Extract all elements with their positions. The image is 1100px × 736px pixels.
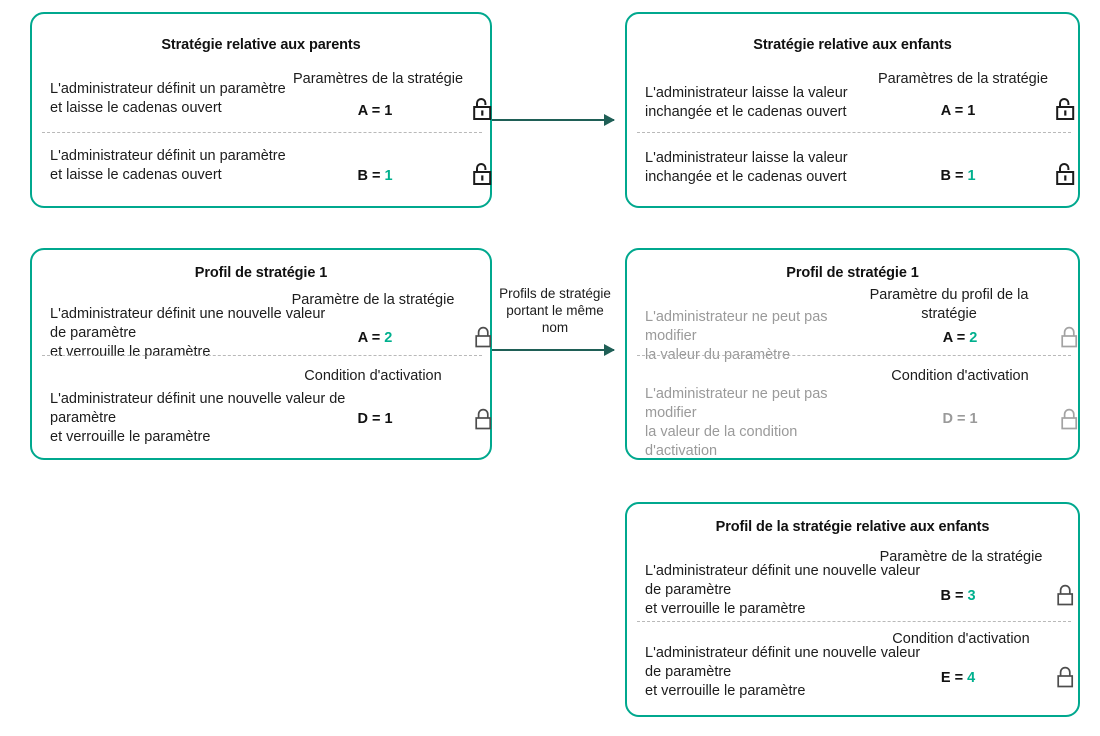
row-divider-child-profile [637, 621, 1071, 622]
card-profile-right: Profil de stratégie 1 Paramètre du profi… [625, 248, 1080, 460]
value-equals: = [371, 103, 385, 119]
value-number: 2 [969, 330, 978, 346]
row-value-child-profile-row1: B = 3 [915, 588, 1001, 604]
connector-arrow-middle [492, 344, 615, 356]
locked-icon [1055, 582, 1077, 613]
value-number: 1 [384, 168, 393, 184]
card-profile-left: Profil de stratégie 1 Paramètre de la st… [30, 248, 492, 460]
column-header-profile-right-row1: Paramètre du profil de la stratégie [869, 287, 1029, 322]
value-equals: = [954, 670, 968, 686]
value-number: 1 [967, 168, 976, 184]
value-key: B [940, 588, 951, 604]
row-description-profile-left-row1: L'administrateur définit une nouvelle va… [50, 306, 326, 360]
card-child-profile: Profil de la stratégie relative aux enfa… [625, 502, 1080, 717]
card-title-child-policy: Stratégie relative aux enfants [753, 37, 952, 53]
card-parent-policy: Stratégie relative aux parents Paramètre… [30, 12, 492, 208]
row-description-parent-row2: L'administrateur définit un paramètre et… [50, 148, 286, 183]
value-number: 1 [967, 103, 976, 119]
row-value-child-row2: B = 1 [915, 168, 1001, 184]
column-header-profile-left-row1: Paramètre de la stratégie [291, 292, 455, 308]
value-equals: = [954, 168, 968, 184]
row-description-child-row2: L'administrateur laisse la valeur inchan… [645, 150, 848, 185]
card-title-profile-left: Profil de stratégie 1 [194, 265, 328, 281]
value-key: A [357, 103, 368, 119]
value-equals: = [371, 168, 385, 184]
value-equals: = [371, 411, 385, 427]
row-description-child-profile-row2: L'administrateur définit une nouvelle va… [645, 645, 921, 699]
row-description-child-profile-row1: L'administrateur définit une nouvelle va… [645, 563, 921, 617]
value-equals: = [956, 411, 970, 427]
row-value-parent-row2: B = 1 [332, 168, 418, 184]
value-number: 1 [384, 103, 393, 119]
unlocked-icon [472, 161, 494, 192]
connector-label-middle: Profils de stratégie portant le même nom [499, 286, 611, 335]
row-value-profile-left-row2: D = 1 [332, 411, 418, 427]
value-key: A [357, 330, 368, 346]
connector-arrow-top [492, 114, 615, 126]
row-value-parent-row1: A = 1 [332, 103, 418, 119]
column-header-child-profile-row2: Condition d'activation [892, 631, 1030, 647]
value-number: 1 [384, 411, 393, 427]
card-title-parent-policy: Stratégie relative aux parents [161, 37, 361, 53]
row-value-child-row1: A = 1 [915, 103, 1001, 119]
row-value-profile-left-row1: A = 2 [332, 330, 418, 346]
row-divider-profile-right [637, 355, 1071, 356]
column-header-child-row1: Paramètres de la stratégie [877, 71, 1049, 87]
row-value-profile-right-row1: A = 2 [917, 330, 1003, 346]
column-header-parent-row1: Paramètres de la stratégie [292, 71, 464, 87]
unlocked-icon [472, 96, 494, 127]
value-key: D [942, 411, 953, 427]
locked-icon [1059, 406, 1081, 437]
value-number: 1 [969, 411, 978, 427]
unlocked-icon [1055, 96, 1077, 127]
locked-icon [1055, 664, 1077, 695]
value-key: A [942, 330, 953, 346]
value-key: A [940, 103, 951, 119]
value-key: D [357, 411, 368, 427]
unlocked-icon [1055, 161, 1077, 192]
value-key: B [940, 168, 951, 184]
card-title-profile-right: Profil de stratégie 1 [786, 265, 919, 281]
value-number: 4 [967, 670, 976, 686]
value-equals: = [954, 103, 968, 119]
locked-icon [473, 406, 495, 437]
value-equals: = [954, 588, 968, 604]
column-header-profile-left-row2: Condition d'activation [304, 368, 442, 384]
value-key: E [940, 670, 951, 686]
value-number: 2 [384, 330, 393, 346]
row-divider-profile-left [42, 355, 482, 356]
row-description-profile-left-row2: L'administrateur définit une nouvelle va… [50, 391, 346, 445]
locked-icon [1059, 324, 1081, 355]
value-equals: = [371, 330, 385, 346]
row-divider-parent [42, 132, 482, 133]
row-description-profile-right-row2: L'administrateur ne peut pas modifier la… [645, 386, 828, 459]
card-child-policy: Stratégie relative aux enfants Paramètre… [625, 12, 1080, 208]
row-description-profile-right-row1: L'administrateur ne peut pas modifier la… [645, 309, 828, 363]
value-number: 3 [967, 588, 976, 604]
card-title-child-profile: Profil de la stratégie relative aux enfa… [715, 519, 990, 535]
value-equals: = [956, 330, 970, 346]
row-divider-child [637, 132, 1071, 133]
column-header-child-profile-row1: Paramètre de la stratégie [879, 549, 1043, 565]
column-header-profile-right-row2: Condition d'activation [891, 368, 1029, 384]
row-description-child-row1: L'administrateur laisse la valeur inchan… [645, 85, 848, 120]
value-key: B [357, 168, 368, 184]
row-value-child-profile-row2: E = 4 [915, 670, 1001, 686]
row-description-parent-row1: L'administrateur définit un paramètre et… [50, 81, 286, 116]
row-value-profile-right-row2: D = 1 [917, 411, 1003, 427]
locked-icon [473, 324, 495, 355]
